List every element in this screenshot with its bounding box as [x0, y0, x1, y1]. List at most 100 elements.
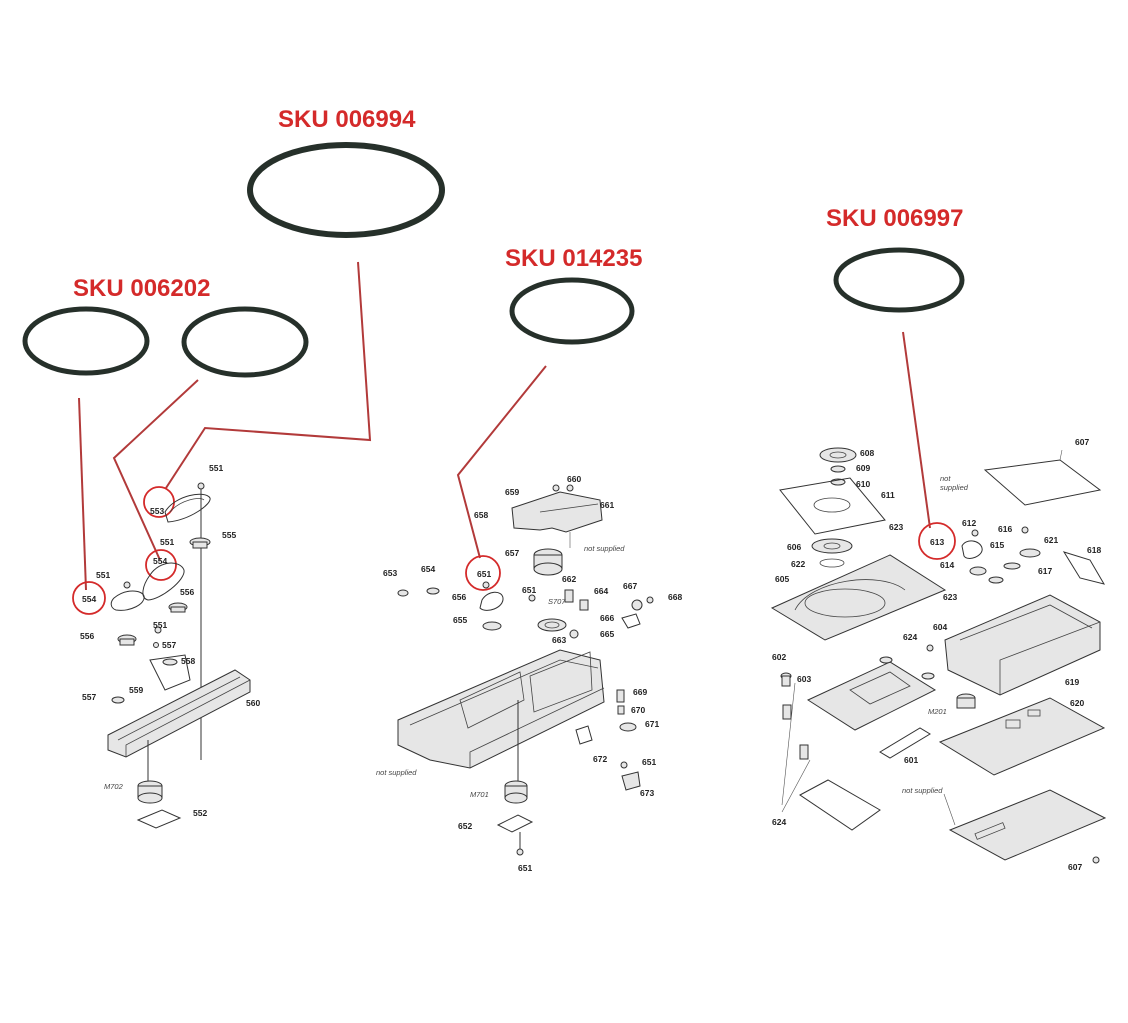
- part-label-618: 618: [1087, 545, 1101, 555]
- callout-line-006994: [165, 261, 372, 489]
- motor-label-m201: M201: [928, 707, 947, 716]
- part-label-659: 659: [505, 487, 519, 497]
- callout-lines: [78, 261, 931, 591]
- part-label-624: 624: [903, 632, 917, 642]
- part-label-621: 621: [1044, 535, 1058, 545]
- part-label-654: 654: [421, 564, 435, 574]
- not-supplied-note-top-2: supplied: [940, 483, 969, 492]
- part-label-620: 620: [1070, 698, 1084, 708]
- part-label-623: 623: [889, 522, 903, 532]
- part-label-615: 615: [990, 540, 1004, 550]
- not-supplied-note-bottom: not supplied: [902, 786, 943, 795]
- part-label-607: 607: [1068, 862, 1082, 872]
- callout-circle-554-upper: [145, 549, 177, 581]
- part-label-611: 611: [881, 490, 895, 500]
- part-label-669: 669: [633, 687, 647, 697]
- part-label-559: 559: [129, 685, 143, 695]
- part-label-657: 657: [505, 548, 519, 558]
- part-label-663: 663: [552, 635, 566, 645]
- part-label-614: 614: [940, 560, 954, 570]
- part-label-557: 557: [82, 692, 96, 702]
- callout-circle-613: [918, 522, 956, 560]
- part-label-603: 603: [797, 674, 811, 684]
- assembly-middle: 660 659 661 658 657 not supplied 651 653…: [376, 474, 682, 873]
- motor-label-m702: M702: [104, 782, 124, 791]
- part-label-651: 651: [477, 569, 491, 579]
- part-label-558: 558: [181, 656, 195, 666]
- sku-label-006202: SKU 006202: [73, 275, 210, 302]
- part-label-652: 652: [458, 821, 472, 831]
- belt-014235: [509, 277, 635, 345]
- part-label-661: 661: [600, 500, 614, 510]
- part-label-556: 556: [80, 631, 94, 641]
- motor-label-m701: M701: [470, 790, 489, 799]
- sku-label-006997: SKU 006997: [826, 205, 963, 232]
- part-label-651: 651: [518, 863, 532, 873]
- belt-006997: [833, 247, 965, 313]
- part-label-666: 666: [600, 613, 614, 623]
- part-label-552: 552: [193, 808, 207, 818]
- part-label-617: 617: [1038, 566, 1052, 576]
- part-label-609: 609: [856, 463, 870, 473]
- belt-006202-large: [181, 306, 309, 378]
- part-label-557: 557: [162, 640, 176, 650]
- part-label-607: 607: [1075, 437, 1089, 447]
- callout-line-006997: [902, 331, 931, 529]
- part-label-673: 673: [640, 788, 654, 798]
- switch-label-s707: S707: [548, 597, 566, 606]
- part-label-656: 656: [452, 592, 466, 602]
- part-label-670: 670: [631, 705, 645, 715]
- part-label-612: 612: [962, 518, 976, 528]
- part-label-651: 651: [642, 757, 656, 767]
- assembly-left: 551 553 555 551 554 551 554 556 556 551 …: [80, 463, 260, 829]
- part-label-622: 622: [791, 559, 805, 569]
- callout-line-006202-large: [112, 379, 199, 561]
- part-label-655: 655: [453, 615, 467, 625]
- part-label-555: 555: [222, 530, 236, 540]
- not-supplied-note-chassis: not supplied: [376, 768, 417, 777]
- part-label-667: 667: [623, 581, 637, 591]
- part-label-551: 551: [209, 463, 223, 473]
- part-label-613: 613: [930, 537, 944, 547]
- part-label-604: 604: [933, 622, 947, 632]
- part-label-665: 665: [600, 629, 614, 639]
- not-supplied-note-upper: not supplied: [584, 544, 625, 553]
- part-label-605: 605: [775, 574, 789, 584]
- part-label-556: 556: [180, 587, 194, 597]
- part-label-551: 551: [96, 570, 110, 580]
- part-label-668: 668: [668, 592, 682, 602]
- part-label-662: 662: [562, 574, 576, 584]
- part-label-616: 616: [998, 524, 1012, 534]
- part-label-553: 553: [150, 506, 164, 516]
- assembly-right: 608 609 610 611 607 not supplied 612 613…: [770, 437, 1107, 872]
- part-label-551: 551: [160, 537, 174, 547]
- part-label-554: 554: [153, 556, 167, 566]
- part-label-608: 608: [860, 448, 874, 458]
- part-label-623: 623: [943, 592, 957, 602]
- part-label-610: 610: [856, 479, 870, 489]
- part-label-624: 624: [772, 817, 786, 827]
- part-label-601: 601: [904, 755, 918, 765]
- sku-label-006994: SKU 006994: [278, 106, 416, 133]
- part-label-560: 560: [246, 698, 260, 708]
- part-label-606: 606: [787, 542, 801, 552]
- part-label-653: 653: [383, 568, 397, 578]
- part-label-671: 671: [645, 719, 659, 729]
- part-label-660: 660: [567, 474, 581, 484]
- belt-006994: [247, 142, 445, 238]
- part-label-619: 619: [1065, 677, 1079, 687]
- part-label-651: 651: [522, 585, 536, 595]
- callout-circle-651: [465, 555, 501, 591]
- sku-label-014235: SKU 014235: [505, 245, 642, 272]
- part-label-551: 551: [153, 620, 167, 630]
- part-label-664: 664: [594, 586, 608, 596]
- callout-line-014235: [456, 365, 547, 559]
- part-label-658: 658: [474, 510, 488, 520]
- part-label-602: 602: [772, 652, 786, 662]
- callout-line-006202-small: [78, 397, 87, 591]
- belt-006202-small: [22, 306, 150, 376]
- callout-circle-554-lower: [72, 581, 106, 615]
- part-label-672: 672: [593, 754, 607, 764]
- part-label-554: 554: [82, 594, 96, 604]
